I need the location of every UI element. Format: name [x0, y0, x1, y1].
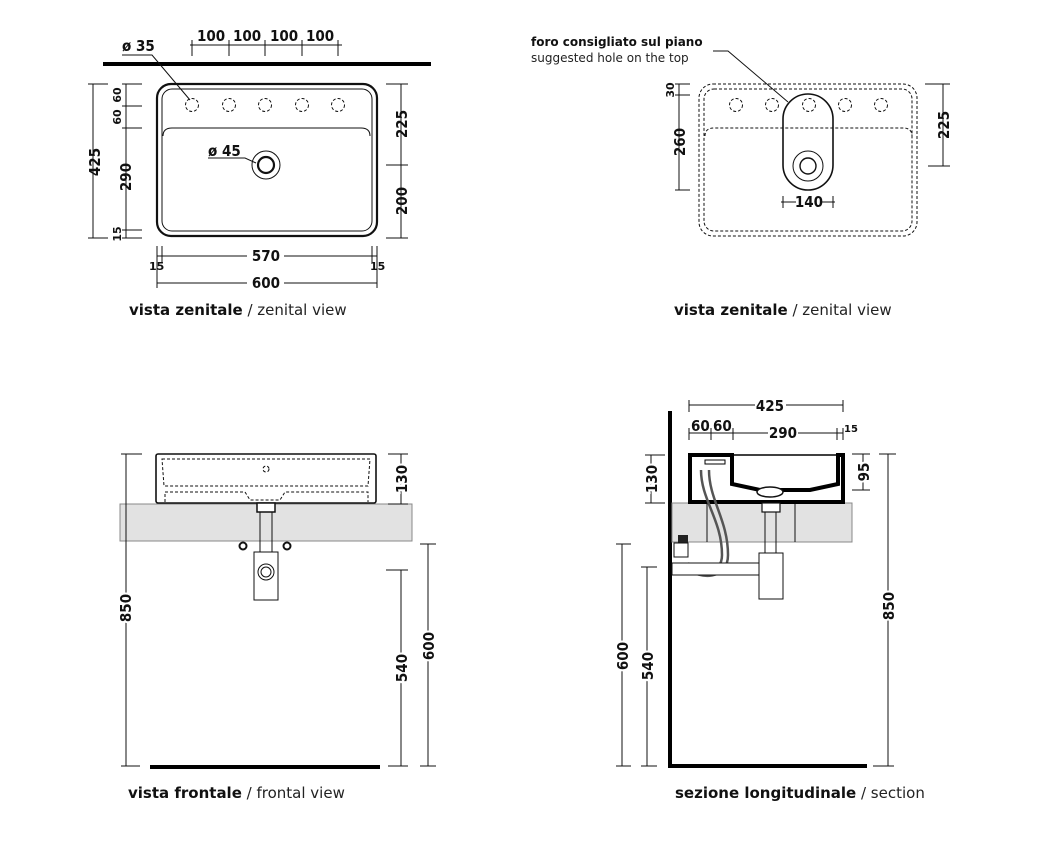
dim-depth-total: 425	[756, 397, 784, 415]
waste-pipe	[671, 562, 760, 576]
angle-valve-icon	[678, 535, 688, 543]
dim-drain-diameter: ø 45	[208, 142, 241, 160]
zenital-view-right: foro consigliato sul piano suggested hol…	[531, 35, 953, 319]
drain-outer-icon	[792, 150, 824, 182]
dim-d60a: 60	[691, 417, 710, 435]
basin-outer-outline	[155, 82, 379, 238]
tap-hole-icon	[802, 98, 816, 112]
drain-inner-icon	[256, 155, 276, 175]
dim-depth-total: 425	[86, 148, 104, 176]
tap-hole-icon	[331, 98, 345, 112]
tap-holes	[185, 98, 345, 112]
tap-hole-icon	[765, 98, 779, 112]
leader-line	[713, 50, 789, 103]
dim-height-600: 600	[420, 632, 438, 660]
frontal-view: 850 130 540 600 vista frontale / frontal…	[115, 453, 440, 802]
dim-rim-right: 15	[370, 260, 385, 273]
dim-ticks	[191, 40, 339, 56]
tap-hole-icon	[222, 98, 236, 112]
tap-hole-icon	[729, 98, 743, 112]
overflow-icon	[262, 465, 270, 473]
zenital-view-left: 100 100 100 100 ø 35 ø 45 425	[86, 27, 431, 319]
dim-hole-length: 260	[671, 128, 689, 156]
caption-zenital-view-left: vista zenitale / zenital view	[129, 301, 347, 319]
dim-offset-top: 30	[664, 82, 677, 98]
basin-base-hidden-line	[164, 491, 369, 502]
leader-line	[122, 54, 191, 101]
dim-total-height: 850	[117, 594, 135, 622]
section-view: 425 60 60 290 15 130 95 850 600	[612, 397, 925, 802]
tap-hole-icon	[185, 98, 199, 112]
dim-depth-bowl: 290	[117, 163, 135, 191]
dim-rim-left: 15	[149, 260, 164, 273]
tap-holes	[729, 98, 888, 112]
bowl-hidden-line	[161, 458, 371, 487]
dim-tap-spacing-3: 100	[270, 27, 298, 45]
trap-outlet-icon	[257, 563, 275, 581]
dim-d290: 290	[769, 424, 797, 442]
dim-d15: 15	[844, 424, 858, 435]
note-suggested-hole-en: suggested hole on the top	[531, 51, 689, 65]
drain-plug-icon	[756, 486, 784, 498]
tap-hole-icon	[295, 98, 309, 112]
tap-hole-icon	[874, 98, 888, 112]
water-inlet-icon	[238, 541, 248, 551]
basin-section-wall	[688, 453, 845, 504]
dim-depth-rim: 15	[111, 226, 124, 241]
dim-hole-width: 140	[795, 193, 823, 211]
drain-inner-icon	[799, 157, 817, 175]
basin-front	[155, 453, 377, 504]
tap-hole-icon	[838, 98, 852, 112]
dim-basin-height: 130	[643, 465, 661, 493]
tap-hole-icon	[258, 98, 272, 112]
dim-total-height: 850	[880, 592, 898, 620]
dim-tap-spacing-2: 100	[233, 27, 261, 45]
basin-inner-rim	[161, 88, 373, 232]
basin-inner-dashed	[703, 88, 913, 232]
dim-depth-b: 60	[111, 109, 124, 125]
leader-line	[208, 157, 257, 164]
caption-zenital-view-right: vista zenitale / zenital view	[674, 301, 892, 319]
drain-fitting	[256, 502, 276, 513]
wall-floor-line	[668, 411, 867, 768]
drain-outer-icon	[251, 150, 281, 180]
caption-frontal-view: vista frontale / frontal view	[128, 784, 345, 802]
bottle-trap	[253, 551, 279, 601]
bowl-edge	[162, 127, 371, 137]
dim-right: 225	[935, 111, 953, 139]
dim-height-540: 540	[639, 652, 657, 680]
bottle-trap	[758, 552, 784, 600]
dim-tap-spacing-4: 100	[306, 27, 334, 45]
suggested-hole-slot	[782, 93, 834, 191]
dim-total-width: 600	[252, 274, 280, 292]
dim-bowl-depth: 95	[855, 463, 873, 482]
dim-right-upper: 225	[393, 110, 411, 138]
dim-right-lower: 200	[393, 187, 411, 215]
water-inlet-icon	[282, 541, 292, 551]
note-suggested-hole-it: foro consigliato sul piano	[531, 35, 703, 49]
dim-depth-a: 60	[111, 87, 124, 103]
bowl-edge-dashed	[704, 127, 913, 137]
dim-height-600: 600	[614, 642, 632, 670]
dim-basin-height: 130	[393, 465, 411, 493]
dim-d60b: 60	[713, 417, 732, 435]
dim-height-540: 540	[393, 654, 411, 682]
dim-tap-hole-diameter: ø 35	[122, 37, 155, 55]
dim-tap-spacing-1: 100	[197, 27, 225, 45]
caption-section: sezione longitudinale / section	[675, 784, 925, 802]
basin-outline-dashed	[698, 83, 918, 237]
dim-inner-width: 570	[252, 247, 280, 265]
